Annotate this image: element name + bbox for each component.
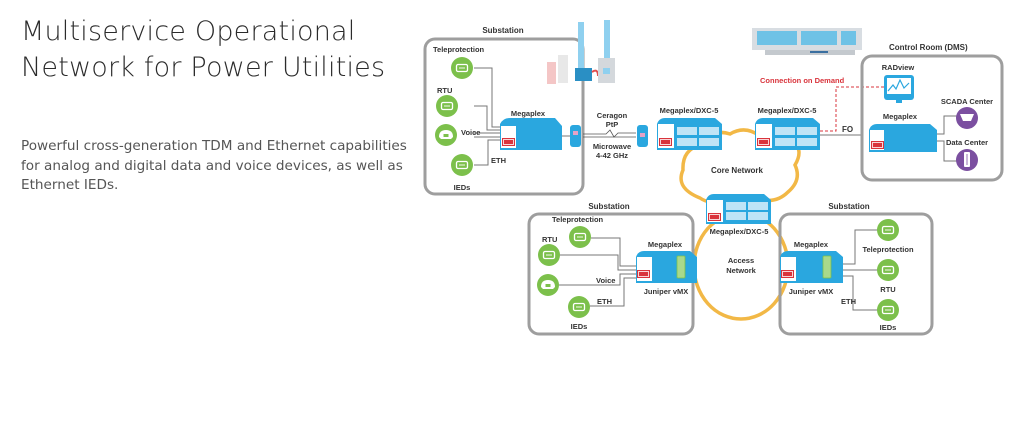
dxc-bottom-label: Megaplex/DXC-5 [710,227,769,236]
power-plant-illustration [547,20,615,84]
device-label-megaplex: Megaplex [648,240,683,249]
eth-label: ETH [841,297,856,306]
teleprotection-icon [876,218,900,242]
node-label-voice: Voice [461,128,480,137]
svg-text:Microwave: Microwave [593,142,631,151]
rad-logo-icon [658,137,673,147]
radview-monitor-icon [884,75,914,103]
phone-icon [435,124,457,146]
substation-top-left: Substation Teleprotection RTU Voice IEDs… [423,26,585,196]
control-room-label: Control Room (DMS) [889,43,968,52]
svg-text:Network: Network [726,266,756,275]
access-network-label: Access [728,256,754,265]
juniper-vmx-label: Juniper vMX [789,287,834,296]
rtu-icon [435,94,459,118]
rad-logo-icon [870,140,885,150]
dxc-bottom-device: Megaplex/DXC-5 [706,194,771,236]
dxc-right-device: Megaplex/DXC-5 [755,106,820,150]
node-label-ieds: IEDs [571,322,588,331]
svg-text:Ceragon: Ceragon [597,111,628,120]
substation-label: Substation [588,202,629,211]
node-label-rtu: RTU [437,86,452,95]
eth-label: ETH [491,156,506,165]
node-label-rtu: RTU [542,235,557,244]
dxc-left-label: Megaplex/DXC-5 [660,106,719,115]
node-label-teleprotection: Teleprotection [433,45,485,54]
radview-label: RADview [882,63,915,72]
core-network-label: Core Network [711,166,764,175]
megaplex-juniper-device [780,251,843,283]
substation-bottom-right: Substation Megaplex Juniper vMX ETH Tele… [778,202,934,336]
server-rack-illustration [752,28,862,55]
rad-logo-icon [756,137,771,147]
scada-center-label: SCADA Center [941,97,993,106]
dxc-left-device: Megaplex/DXC-5 [657,106,722,150]
eth-label: ETH [597,297,612,306]
megaplex-juniper-device [636,251,697,283]
svg-text:4-42 GHz: 4-42 GHz [596,151,628,160]
substation-label: Substation [828,202,869,211]
rad-logo-icon [707,212,722,222]
page-description: Powerful cross-generation TDM and Ethern… [21,138,407,193]
core-network-cloud: Core Network [679,128,801,204]
rtu-icon [876,258,900,282]
rad-logo-icon [780,269,795,279]
substation-label: Substation [482,26,523,35]
node-label-ieds: IEDs [880,323,897,332]
rtu-icon [537,243,561,267]
control-room-megaplex-label: Megaplex [883,112,918,121]
svg-text:PtP: PtP [606,120,619,129]
phone-icon [537,274,559,296]
fo-label: FO [842,125,853,134]
node-label-voice: Voice [596,276,615,285]
ied-icon [450,153,474,177]
microwave-link: Ceragon PtP Microwave 4-42 GHz [583,111,648,160]
device-label-megaplex: Megaplex [794,240,829,249]
node-label-teleprotection: Teleprotection [862,245,914,254]
substation-bottom-left: Substation Teleprotection RTU Voice IEDs… [527,202,697,336]
data-center-icon [956,149,978,171]
teleprotection-icon [568,225,592,249]
microwave-dish-icon [570,125,581,147]
rad-logo-icon [501,137,516,147]
teleprotection-icon [450,56,474,80]
node-label-ieds: IEDs [454,183,471,192]
megaplex-device [500,118,562,150]
page-title: Multiservice Operational Network for Pow… [21,16,386,83]
dxc-right-label: Megaplex/DXC-5 [758,106,817,115]
node-label-rtu: RTU [880,285,895,294]
scada-center-icon [956,107,978,129]
juniper-vmx-label: Juniper vMX [644,287,689,296]
node-label-teleprotection: Teleprotection [552,215,604,224]
connection-on-demand-line [820,86,884,132]
ied-icon [567,295,591,319]
data-center-label: Data Center [946,138,988,147]
device-label-megaplex: Megaplex [511,109,546,118]
ied-icon [876,298,900,322]
control-room: Control Room (DMS) RADview Megaplex SCAD… [860,43,1004,182]
rad-logo-icon [636,269,651,279]
microwave-dish-icon [637,125,648,147]
connection-on-demand-label: Connection on Demand [760,76,845,85]
